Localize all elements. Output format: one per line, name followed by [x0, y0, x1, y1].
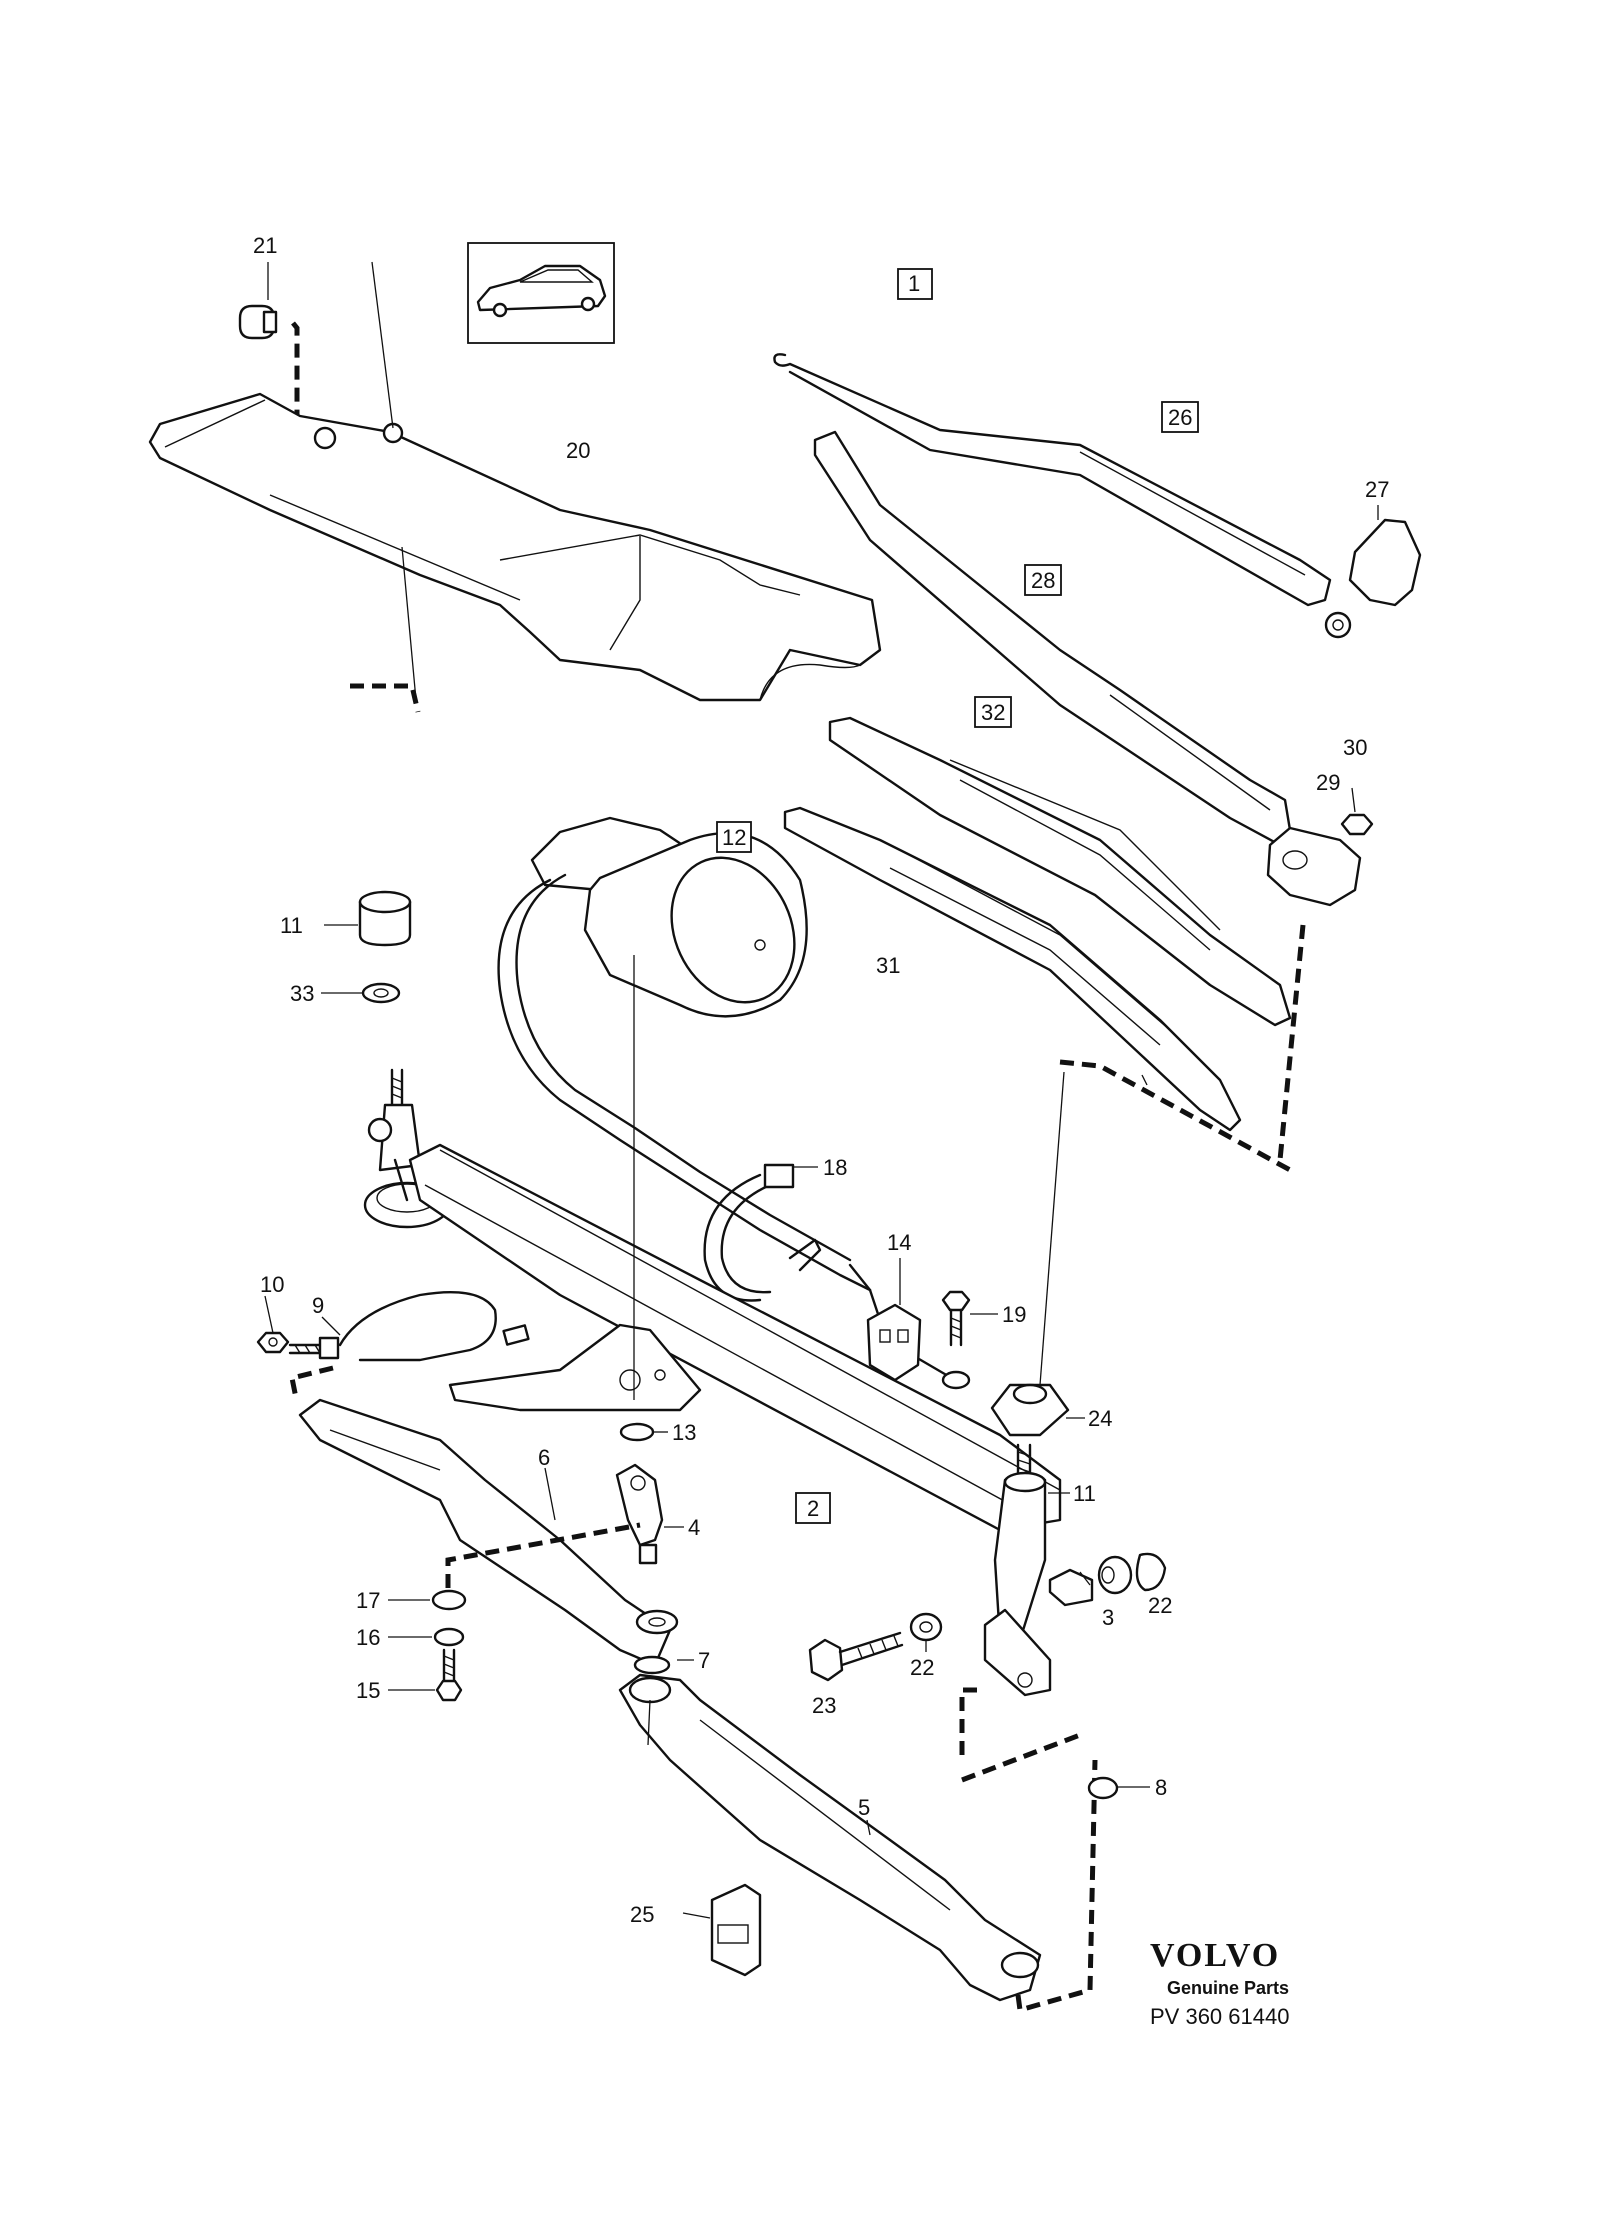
part-17-nut [431, 1589, 467, 1611]
label-33: 33 [290, 981, 314, 1006]
part-12-wiper-motor [530, 816, 808, 1018]
part-28-wiper-arm [813, 430, 1292, 847]
label-14: 14 [887, 1230, 911, 1255]
label-32: 32 [981, 700, 1005, 725]
part-11-bushing-upper [358, 890, 412, 947]
part-30-nut [1340, 813, 1374, 836]
label-11-lower: 11 [1073, 1481, 1096, 1506]
part-32-box [974, 696, 1012, 728]
part-25-clip [710, 1883, 762, 1977]
part-16-washer [433, 1627, 465, 1647]
part-22-washer-left [909, 1612, 943, 1642]
label-16: 16 [356, 1625, 380, 1650]
label-2: 2 [807, 1496, 819, 1521]
motor-bracket [448, 1323, 702, 1412]
label-17: 17 [356, 1588, 380, 1613]
label-23: 23 [812, 1693, 836, 1718]
part-4-crank [615, 1463, 664, 1565]
part-26-wiper-arm [773, 353, 1352, 639]
label-27: 27 [1365, 477, 1389, 502]
label-19: 19 [1002, 1302, 1026, 1327]
part-7-washer [633, 1609, 679, 1675]
label-13: 13 [672, 1420, 696, 1445]
part-26-box [1161, 401, 1199, 433]
dash-8 [1015, 1759, 1098, 2014]
label-30: 30 [1343, 735, 1367, 760]
part-31-wiper-blade [783, 806, 1242, 1132]
part-20-cowl-cover [148, 392, 882, 702]
dash-10 [289, 1365, 334, 1399]
label-8: 8 [1155, 1775, 1167, 1800]
label-25: 25 [630, 1902, 654, 1927]
part-22-spacer-right [1135, 1552, 1167, 1592]
part-5-link-arm [618, 1673, 1042, 2002]
vehicle-thumbnail [467, 242, 615, 344]
label-28: 28 [1031, 568, 1055, 593]
part-2-box [795, 1492, 831, 1524]
part-8-nut [1087, 1776, 1119, 1800]
label-20: 20 [566, 438, 590, 463]
part-1-box [897, 268, 933, 300]
label-11-upper: 11 [280, 913, 303, 938]
part-19-screw [941, 1290, 971, 1390]
label-3: 3 [1102, 1605, 1114, 1630]
label-18: 18 [823, 1155, 847, 1180]
part-33-washer [361, 982, 401, 1004]
part-32-wiper-blade [828, 716, 1292, 1027]
label-10: 10 [260, 1272, 284, 1297]
part-9-ground-cable [288, 1290, 530, 1362]
part-3-bushing [1097, 1555, 1133, 1595]
diagram-code: PV 360 61440 [1150, 2004, 1289, 2029]
dash-23 [959, 1687, 985, 1755]
part-11-pivot-shaft-lower [983, 1443, 1052, 1697]
label-7: 7 [698, 1648, 710, 1673]
part-23-bolt [808, 1631, 904, 1682]
dash-17 [445, 1522, 641, 1588]
dash-29 [1277, 924, 1306, 1161]
brand-name: VOLVO [1150, 1937, 1280, 1974]
label-31: 31 [876, 953, 900, 978]
part-24-grommet [990, 1383, 1070, 1437]
brand-tagline: Genuine Parts [1167, 1978, 1289, 1998]
label-21: 21 [253, 233, 277, 258]
part-29-pivot-cap [1266, 826, 1362, 907]
part-21-plug [238, 304, 278, 340]
part-12-box [716, 821, 752, 853]
dash-31 [1059, 1059, 1292, 1173]
dash-21 [291, 321, 300, 430]
motor-cable [497, 878, 872, 1292]
part-10-nut [256, 1331, 290, 1354]
label-22-left: 22 [910, 1655, 934, 1680]
label-1: 1 [908, 271, 920, 296]
label-24: 24 [1088, 1406, 1112, 1431]
part-2-frame [408, 1143, 1062, 1532]
part-28-box [1024, 564, 1062, 596]
label-22-right: 22 [1148, 1593, 1172, 1618]
label-12: 12 [722, 825, 746, 850]
label-4: 4 [688, 1515, 700, 1540]
label-26: 26 [1168, 405, 1192, 430]
label-5: 5 [858, 1795, 870, 1820]
part-6-link-rod [298, 1398, 672, 1667]
part-13-washer [619, 1422, 655, 1442]
label-29: 29 [1316, 770, 1340, 795]
part-15-bolt [435, 1648, 463, 1702]
part-14-connector [848, 1263, 957, 1382]
label-6: 6 [538, 1445, 550, 1470]
dash-20 [350, 683, 421, 713]
label-15: 15 [356, 1678, 380, 1703]
part-27-cap [1348, 518, 1422, 607]
label-9: 9 [312, 1293, 324, 1318]
